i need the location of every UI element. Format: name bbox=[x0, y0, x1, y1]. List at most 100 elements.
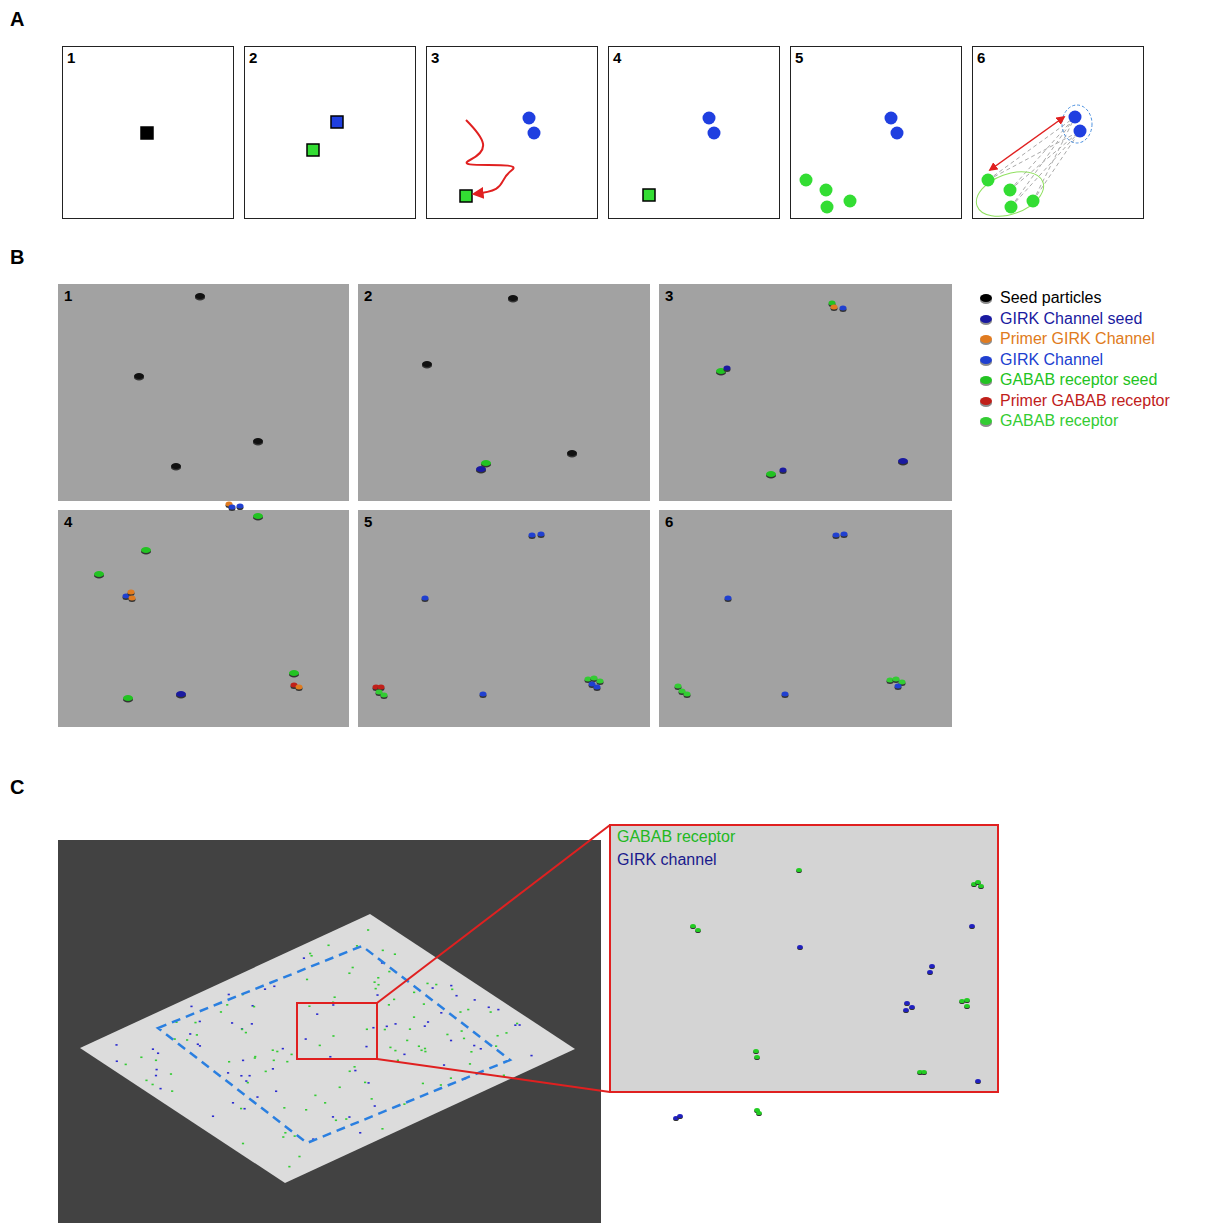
particle-shadow bbox=[756, 1112, 762, 1116]
particle bbox=[229, 505, 236, 510]
particle-shadow bbox=[927, 971, 933, 975]
zoom-inset bbox=[610, 825, 998, 1092]
legend-text: GABAB receptor seed bbox=[1000, 371, 1157, 389]
plane-particle bbox=[389, 1047, 391, 1049]
inset-particle bbox=[797, 945, 803, 949]
plane-particle bbox=[423, 1003, 425, 1005]
plane-particle bbox=[248, 1075, 250, 1077]
plane-particle bbox=[245, 1080, 247, 1082]
particle bbox=[128, 590, 135, 595]
plane-particle bbox=[426, 983, 428, 985]
simulation-panel: 1 bbox=[58, 284, 349, 501]
plane-particle bbox=[152, 1084, 154, 1086]
panel-number: 3 bbox=[427, 47, 439, 66]
plane-particle bbox=[319, 1045, 321, 1047]
render-background bbox=[58, 840, 601, 1223]
particle-shadow bbox=[969, 925, 975, 929]
particle bbox=[176, 691, 186, 697]
plane-particle bbox=[334, 996, 336, 998]
particle bbox=[134, 373, 144, 379]
plane-particle bbox=[377, 984, 379, 986]
plane-particle bbox=[329, 1056, 331, 1058]
particle bbox=[831, 305, 838, 310]
plane-particle bbox=[406, 1040, 408, 1042]
plane-particle bbox=[461, 1030, 463, 1032]
plane-particle bbox=[199, 1045, 201, 1047]
plane-particle bbox=[413, 1016, 415, 1018]
plane-particle bbox=[116, 1060, 118, 1062]
plane-particle bbox=[283, 1107, 285, 1109]
plane-particle bbox=[170, 1073, 172, 1075]
schematic-panel: 5 bbox=[790, 46, 962, 219]
particle bbox=[296, 685, 303, 690]
plane-particle bbox=[226, 1004, 228, 1006]
inset-particle bbox=[754, 1055, 760, 1059]
plane-particle bbox=[451, 989, 453, 991]
legend-swatch bbox=[980, 335, 992, 343]
plane-particle bbox=[422, 1083, 424, 1085]
panel-number: 3 bbox=[659, 284, 673, 304]
plane-particle bbox=[186, 1039, 188, 1041]
particle bbox=[895, 684, 902, 689]
plane-particle bbox=[353, 1066, 355, 1068]
particle-dot bbox=[1004, 184, 1017, 197]
particle bbox=[129, 596, 136, 601]
plane-particle bbox=[394, 953, 396, 955]
particle-dot bbox=[891, 127, 904, 140]
plane-particle bbox=[310, 955, 312, 957]
plane-particle bbox=[156, 1069, 158, 1071]
legend-text: Primer GIRK Channel bbox=[1000, 330, 1155, 348]
plane-particle bbox=[212, 1115, 214, 1117]
simulation-ground bbox=[358, 284, 650, 501]
plane-particle bbox=[241, 1029, 243, 1031]
particle bbox=[766, 471, 776, 477]
particle bbox=[253, 513, 263, 519]
panel-number: 5 bbox=[358, 510, 372, 530]
distance-arrow bbox=[990, 117, 1064, 170]
plane-particle bbox=[443, 1064, 445, 1066]
plane-particle bbox=[265, 1071, 267, 1073]
plane-particle bbox=[303, 957, 305, 959]
inset-particle bbox=[929, 964, 935, 968]
inset-particle bbox=[903, 1008, 909, 1012]
plane-particle bbox=[339, 1086, 341, 1088]
plane-particle bbox=[272, 1049, 274, 1051]
plane-particle bbox=[505, 1032, 507, 1034]
plane-particle bbox=[450, 985, 452, 987]
plane-particle bbox=[413, 992, 415, 994]
plane-particle bbox=[393, 999, 395, 1001]
legend-text: GIRK Channel bbox=[1000, 351, 1103, 369]
particle bbox=[481, 460, 491, 466]
plane-particle bbox=[332, 1004, 334, 1006]
particle-dot bbox=[523, 112, 536, 125]
particle-dot bbox=[528, 127, 541, 140]
legend-entry: GIRK Channel seed bbox=[980, 310, 1142, 328]
plane-particle bbox=[305, 1109, 307, 1111]
plane-particle bbox=[519, 1024, 521, 1026]
particle bbox=[684, 692, 691, 697]
plane-particle bbox=[251, 1023, 253, 1025]
inset-key: GABAB receptor bbox=[617, 828, 735, 846]
plane-particle bbox=[440, 1084, 442, 1086]
particle-dot bbox=[1074, 125, 1087, 138]
particle-shadow bbox=[754, 1056, 760, 1060]
particle bbox=[381, 693, 388, 698]
plane-particle bbox=[480, 1048, 482, 1050]
panel-letter: B bbox=[10, 246, 24, 269]
plane-particle bbox=[335, 1119, 337, 1121]
plane-particle bbox=[125, 1064, 127, 1066]
particle bbox=[594, 685, 601, 690]
plane-particle bbox=[115, 1044, 117, 1046]
particle bbox=[567, 450, 577, 456]
legend-swatch bbox=[980, 356, 992, 364]
particle bbox=[195, 293, 205, 299]
simulation-panel: 2 bbox=[358, 284, 650, 501]
panel-number: 4 bbox=[609, 47, 621, 66]
plane-particle bbox=[306, 979, 308, 981]
particle-dot bbox=[821, 201, 834, 214]
particle bbox=[422, 361, 432, 367]
plane-particle bbox=[374, 1105, 376, 1107]
inset-particle bbox=[690, 924, 696, 928]
plane-particle bbox=[291, 1054, 293, 1056]
simulation-ground bbox=[58, 510, 349, 727]
